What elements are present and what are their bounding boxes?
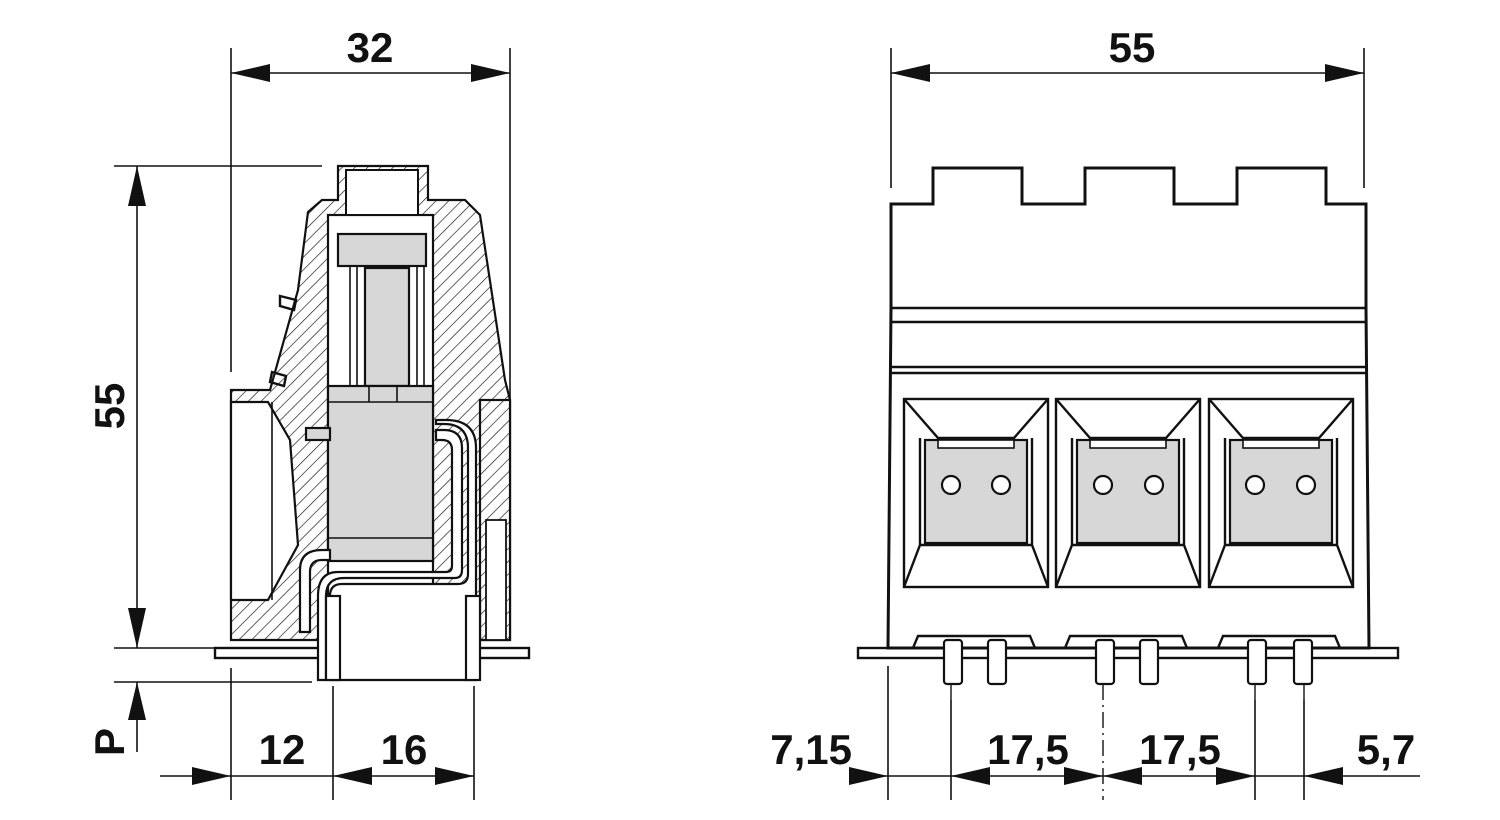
dim-55-vertical: 55 bbox=[86, 166, 146, 648]
dim-55-horizontal: 55 bbox=[891, 24, 1364, 82]
dim-p-label: P bbox=[86, 728, 133, 756]
front-pin-centerlines bbox=[950, 684, 1305, 800]
side-view: 32 55 P 12 16 bbox=[86, 24, 531, 800]
dim-5-7-label: 5,7 bbox=[1357, 726, 1415, 773]
dim-17-5-second-label: 17,5 bbox=[1139, 726, 1221, 773]
dim-12-label: 12 bbox=[259, 726, 306, 773]
dim-32: 32 bbox=[231, 24, 510, 82]
side-extension-lines bbox=[114, 48, 511, 800]
opening-1 bbox=[902, 397, 1050, 589]
side-screw bbox=[336, 169, 428, 388]
side-pins bbox=[298, 418, 482, 682]
front-housing bbox=[886, 166, 1371, 650]
opening-2 bbox=[1054, 397, 1202, 589]
dim-16-label: 16 bbox=[381, 726, 428, 773]
dim-12-16: 12 16 bbox=[160, 726, 474, 785]
front-openings bbox=[902, 397, 1355, 589]
opening-3 bbox=[1207, 397, 1355, 589]
front-pin-feet bbox=[911, 634, 1342, 649]
front-extension-lines bbox=[887, 48, 1365, 800]
dim-55-vertical-label: 55 bbox=[86, 383, 133, 430]
dim-7-15-label: 7,15 bbox=[770, 726, 852, 773]
dim-55-horizontal-label: 55 bbox=[1109, 24, 1156, 71]
dim-32-label: 32 bbox=[347, 24, 394, 71]
front-pins bbox=[942, 638, 1314, 686]
dim-pitch-row: 7,15 17,5 17,5 5,7 bbox=[770, 726, 1420, 785]
front-view: 55 7,15 17,5 17,5 5,7 bbox=[770, 24, 1420, 800]
side-clamp bbox=[304, 384, 435, 563]
dim-p: P bbox=[86, 682, 146, 756]
dim-17-5-first-label: 17,5 bbox=[987, 726, 1069, 773]
